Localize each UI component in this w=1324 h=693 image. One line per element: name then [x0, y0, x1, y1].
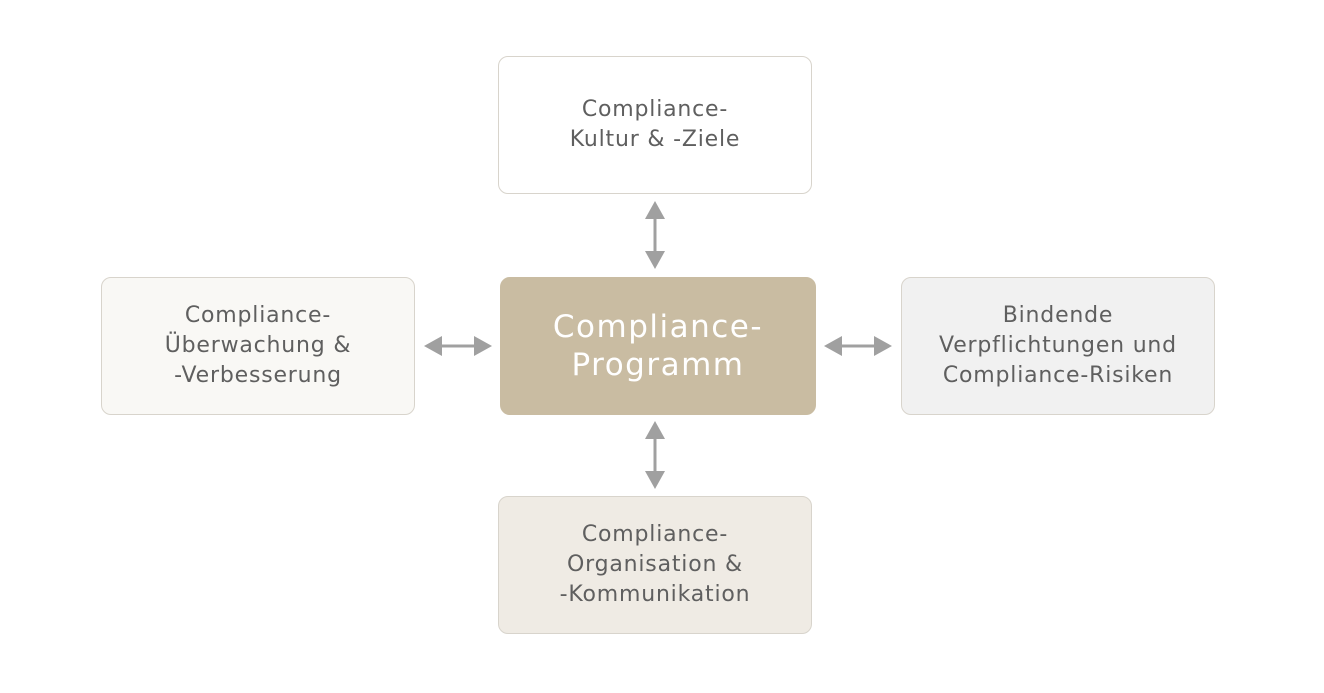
box-kultur-ziele-label: Compliance- Kultur & -Ziele	[569, 97, 741, 152]
box-verpflichtungen-risiken-label: Bindende Verpflichtungen und Compliance-…	[939, 303, 1177, 388]
double-arrow-bottom-icon	[645, 421, 665, 489]
box-organisation-kommunikation: Compliance- Organisation & -Kommunikatio…	[498, 496, 812, 634]
box-ueberwachung-verbesserung-label: Compliance- Überwachung & -Verbesserung	[164, 303, 352, 388]
box-compliance-programm: Compliance- Programm	[500, 277, 816, 415]
double-arrow-left-icon	[424, 336, 492, 356]
box-kultur-ziele: Compliance- Kultur & -Ziele	[498, 56, 812, 194]
box-organisation-kommunikation-label: Compliance- Organisation & -Kommunikatio…	[559, 522, 751, 607]
double-arrow-top-icon	[645, 201, 665, 269]
box-compliance-programm-label: Compliance- Programm	[552, 309, 764, 383]
double-arrow-right-icon	[824, 336, 892, 356]
box-verpflichtungen-risiken: Bindende Verpflichtungen und Compliance-…	[901, 277, 1215, 415]
box-ueberwachung-verbesserung: Compliance- Überwachung & -Verbesserung	[101, 277, 415, 415]
